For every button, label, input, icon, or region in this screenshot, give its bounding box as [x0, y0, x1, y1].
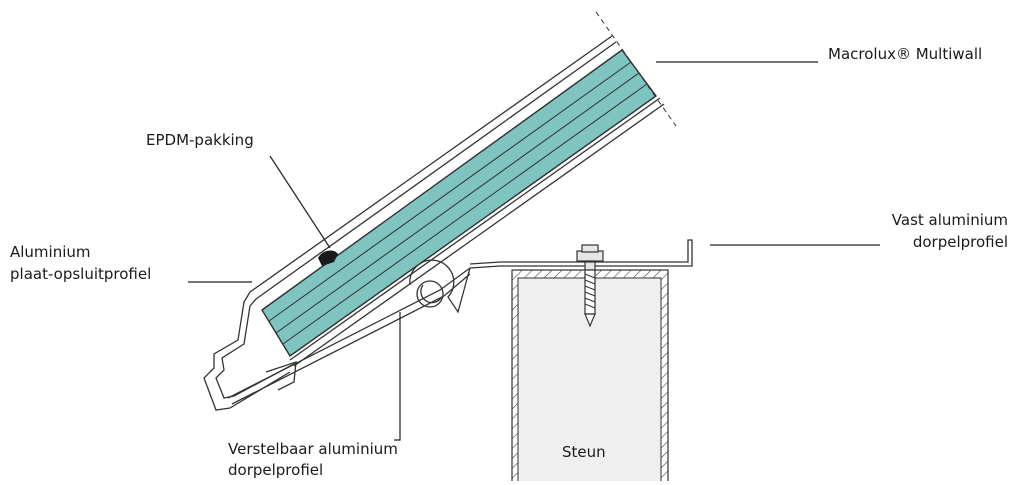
label-clamp-line1: Aluminium [10, 243, 91, 261]
label-support: Steun [562, 443, 606, 461]
fixed-sill-profile [469, 239, 693, 269]
label-epdm-gasket: EPDM-pakking [146, 131, 254, 149]
epdm-gasket [318, 250, 338, 266]
multiwall-panel [261, 11, 677, 358]
label-adjustable-sill-line1: Verstelbaar aluminium [228, 440, 398, 458]
leader-lines [188, 61, 880, 441]
label-fixed-sill-line2: dorpelprofiel [912, 233, 1008, 251]
label-macrolux-multiwall: Macrolux® Multiwall [828, 45, 983, 63]
label-adjustable-sill-line2: dorpelprofiel [228, 461, 324, 479]
label-fixed-sill-line1: Vast aluminium [891, 211, 1008, 229]
clamp-profile [203, 35, 665, 411]
label-clamp-line2: plaat-opsluitprofiel [10, 265, 152, 283]
self-drilling-screw [576, 244, 604, 328]
